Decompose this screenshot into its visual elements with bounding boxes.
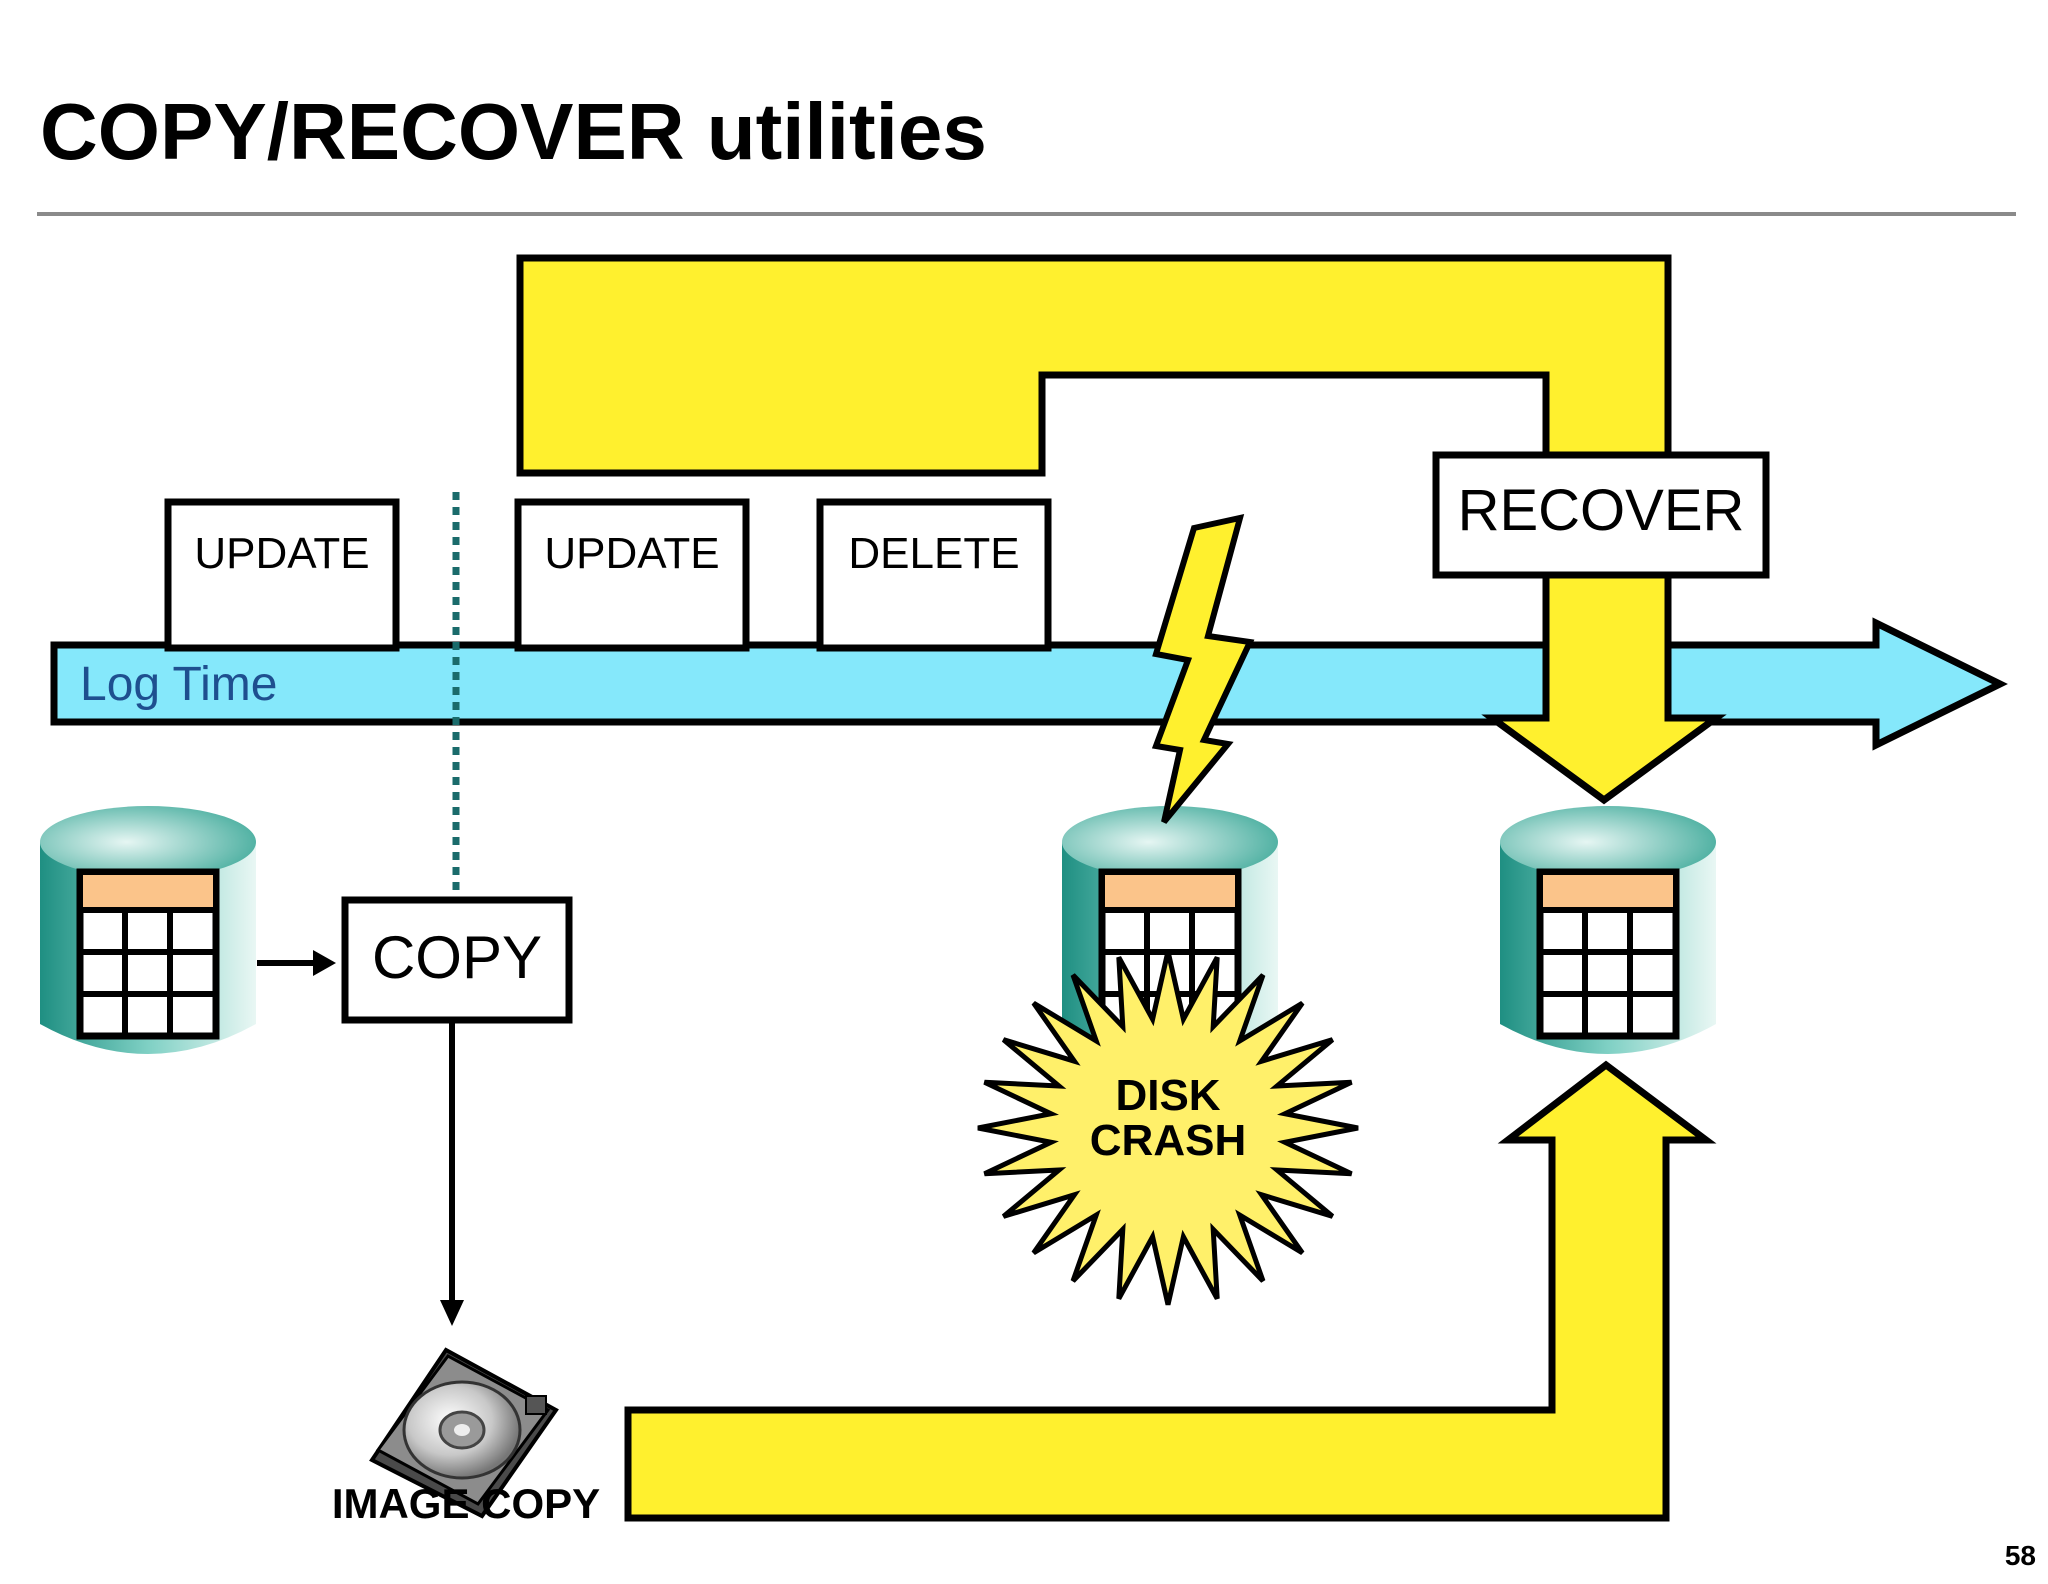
arrowhead-icon <box>440 1300 464 1326</box>
copy-box: COPY <box>341 896 573 1024</box>
database-original-icon <box>40 806 256 1054</box>
log-event-update-1: UPDATE <box>164 498 400 652</box>
recover-box: RECOVER <box>1432 451 1770 579</box>
lightning-bolt-icon <box>1151 514 1255 824</box>
recover-image-arrow <box>624 1060 1717 1522</box>
copy-label: COPY <box>372 924 542 991</box>
slide-title: COPY/RECOVER utilities <box>40 87 987 176</box>
arrowhead-icon <box>313 950 336 976</box>
database-recovered-icon <box>1500 806 1716 1054</box>
disk-crash-label-line1: DISK <box>1115 1071 1220 1120</box>
log-event-update-2: UPDATE <box>514 498 750 652</box>
disk-drive-icon <box>369 1347 559 1519</box>
log-event-label: UPDATE <box>194 529 369 578</box>
recover-log-arrow <box>516 254 1727 805</box>
log-event-label: UPDATE <box>544 529 719 578</box>
recover-label: RECOVER <box>1458 478 1745 543</box>
disk-crash-starburst-icon <box>977 950 1359 1306</box>
log-event-delete: DELETE <box>816 498 1052 652</box>
disk-crash-label-line2: CRASH <box>1090 1116 1246 1165</box>
page-number: 58 <box>2004 1540 2036 1571</box>
log-event-label: DELETE <box>848 529 1019 578</box>
log-time-label: Log Time <box>80 658 277 711</box>
image-copy-label: IMAGE COPY <box>332 1480 600 1527</box>
